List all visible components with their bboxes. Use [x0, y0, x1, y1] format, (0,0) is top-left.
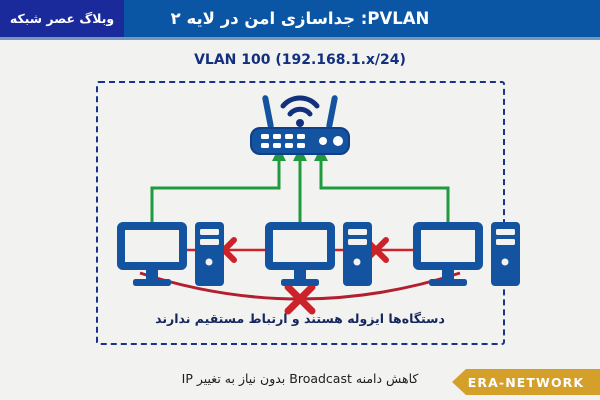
isolation-caption: دستگاه‌ها ایزوله هستند و ارتباط مستقیم ن…: [155, 311, 445, 326]
vlan-boundary-box: [96, 81, 505, 345]
footer-note: کاهش دامنه Broadcast بدون نیاز به تغییر …: [181, 371, 419, 386]
desktop-computer-icon-right: [413, 222, 520, 286]
uplink-links-group: [150, 147, 450, 222]
red-x-icon-arc: [284, 283, 316, 315]
brand-badge-label: وبلاگ عصر شبکه: [9, 11, 115, 26]
header-underline: [0, 37, 600, 40]
era-network-ribbon-label: ERA-NETWORK: [467, 374, 585, 390]
uplink-line-right: [319, 158, 450, 222]
blocked-arc-group: [139, 271, 461, 315]
page-title: PVLAN: جداسازی امن در لایه ۲: [170, 9, 430, 28]
brand-badge: وبلاگ عصر شبکه: [0, 0, 124, 37]
wifi-router-icon: [250, 95, 350, 155]
uplink-line-left: [150, 158, 281, 222]
vlan-subtitle: VLAN 100 (192.168.1.x/24): [194, 52, 406, 68]
desktop-computer-icon-center: [265, 222, 372, 286]
era-network-ribbon: ERA-NETWORK: [452, 369, 600, 395]
desktop-computer-icon-left: [117, 222, 224, 286]
